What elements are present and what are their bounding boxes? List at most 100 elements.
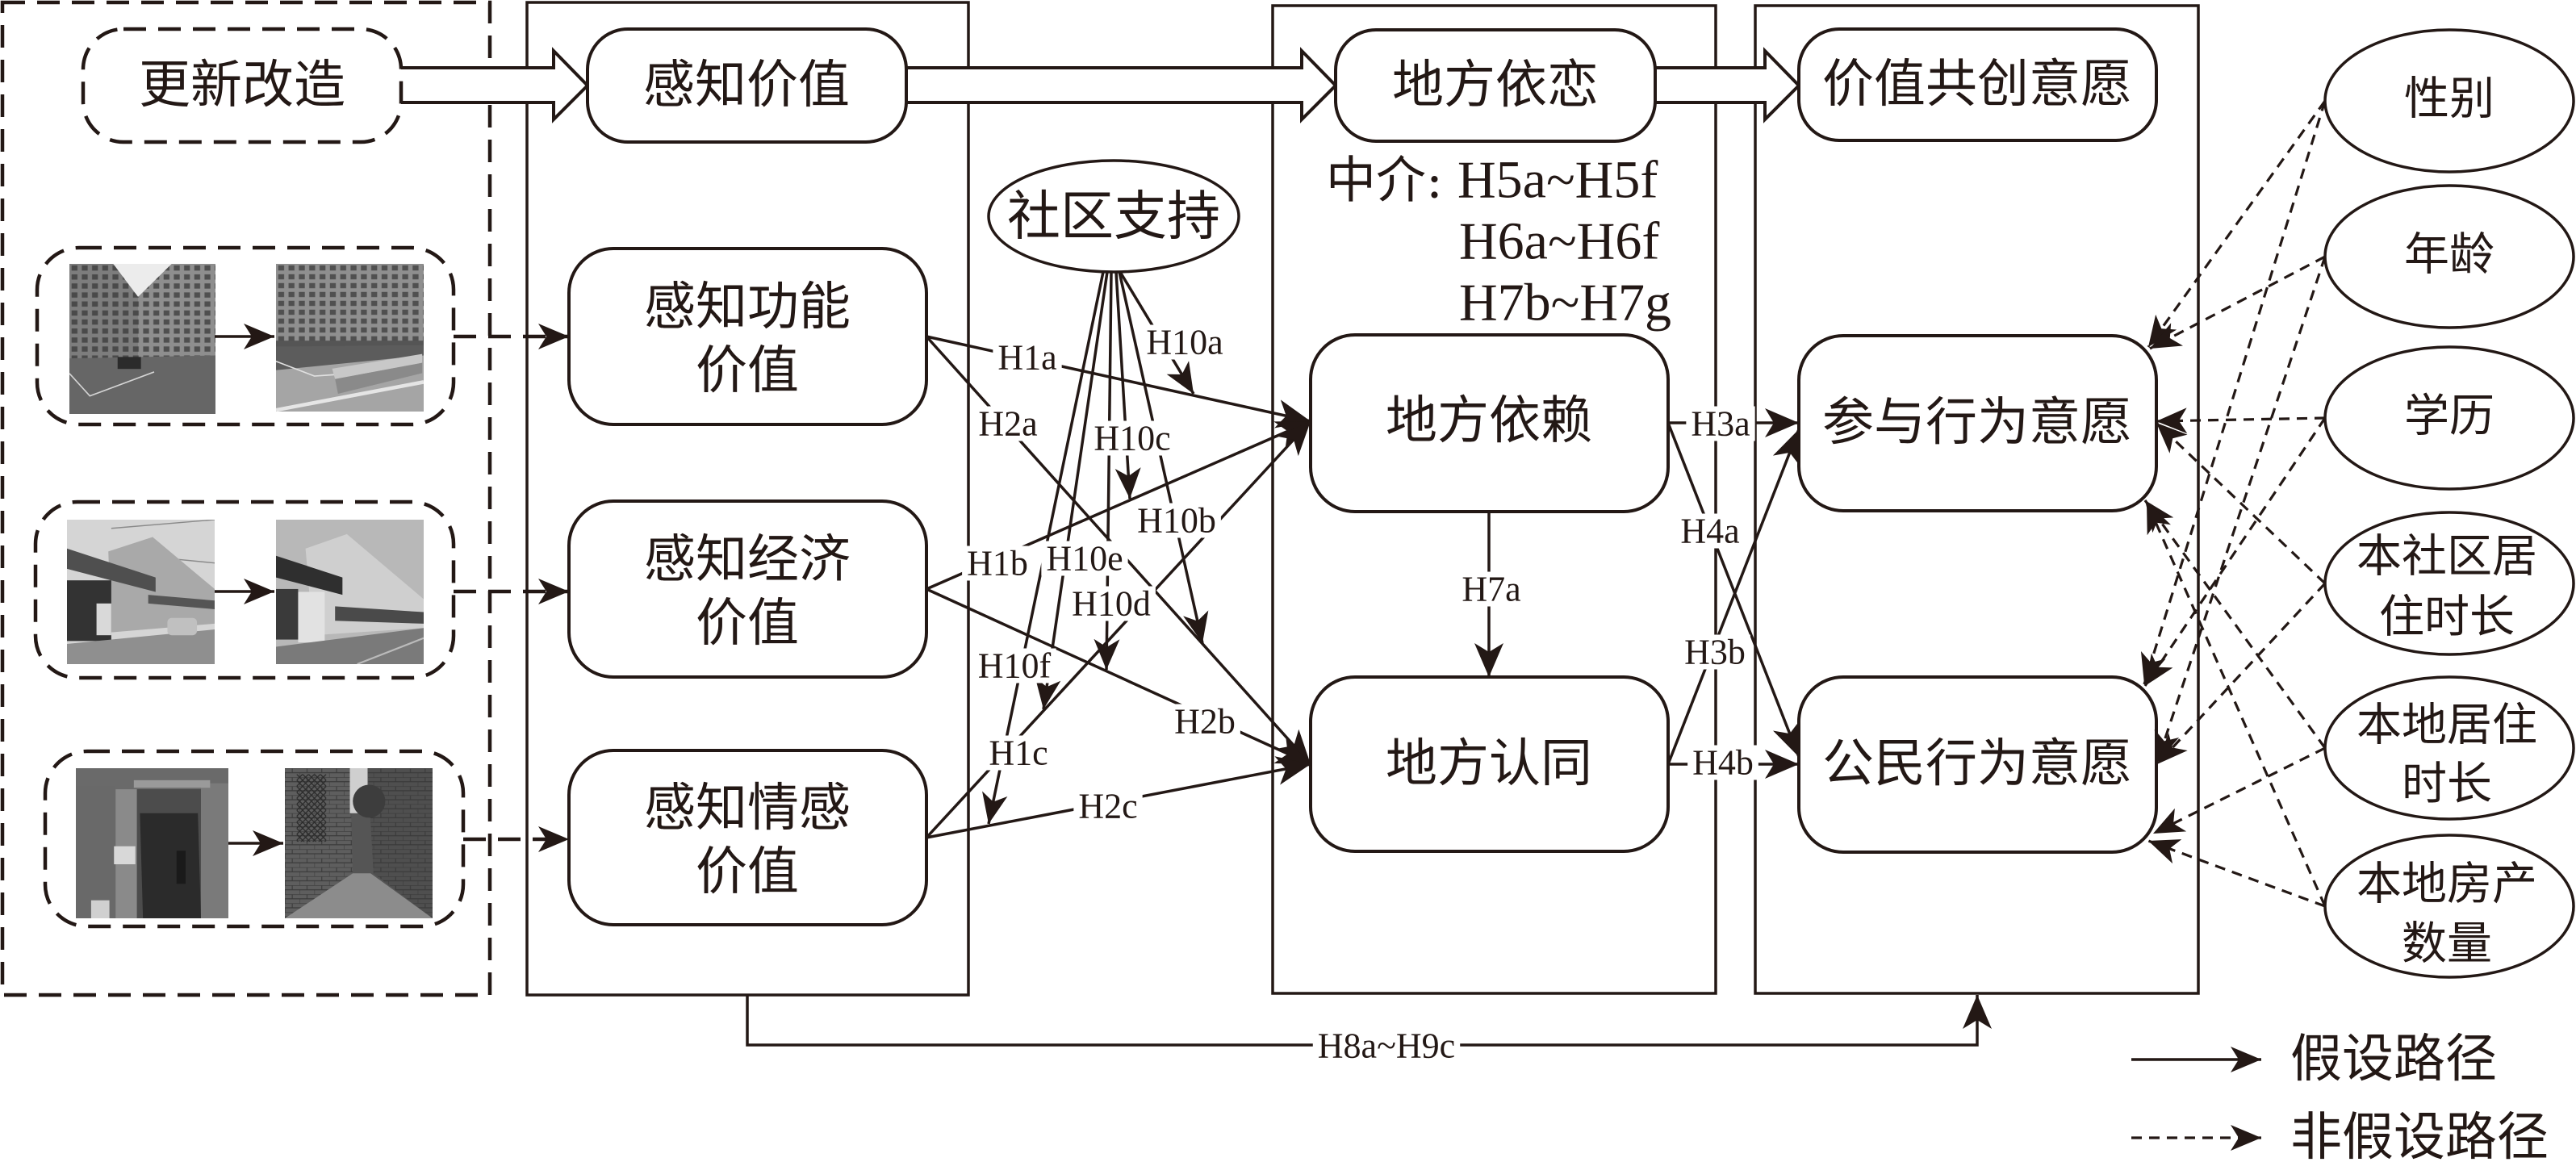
control-community-residence-to-participation: [2155, 421, 2327, 585]
path-label-h2c-text: H2c: [1078, 787, 1137, 826]
control-gender-to-participation: [2147, 100, 2327, 348]
photo-detail: [357, 637, 424, 664]
perceived-value-label: 感知价值: [643, 56, 850, 115]
photo-detail: [67, 548, 156, 592]
control-age-to-participation: [2149, 255, 2326, 350]
photo-industrial-after: [276, 520, 424, 664]
place-attachment-label: 地方依恋: [1392, 56, 1599, 115]
path-h10e-line: [1035, 271, 1109, 710]
path-label-h1c-text: H1c: [989, 734, 1048, 773]
path-label-background: [1141, 324, 1228, 360]
path-h3b-line: [1666, 428, 1800, 765]
control-local-residence-to-citizenship: [2152, 746, 2326, 835]
place-identity-label: 地方认同: [1386, 734, 1592, 794]
place-attachment-box: [1334, 28, 1657, 143]
perceived-value-box: [586, 27, 908, 144]
control-property-count-to-citizenship: [2147, 839, 2326, 908]
photo-detail: [69, 355, 215, 414]
emotional-value-label-line2: 价值: [696, 842, 799, 902]
photo-detail: [133, 780, 211, 788]
path-h1a-line: [926, 335, 1311, 428]
control-community-residence-to-citizenship: [2156, 582, 2327, 766]
path-label-background: [1675, 513, 1745, 549]
control-variables: 性别 年龄 学历 本社区居 住时长 本地居住 时长 本地房产 数量: [2323, 28, 2575, 979]
photo-detail: [138, 264, 215, 359]
photo-detail: [200, 783, 228, 918]
control-property-count-to-participation: [2145, 501, 2327, 907]
path-label-background: [1041, 541, 1128, 576]
photo-detail: [276, 341, 424, 347]
community-support-ellipse: [987, 159, 1240, 274]
path-label-h8-h9-text: H8a~H9c: [1318, 1026, 1455, 1066]
control-property-count-label-line2: 数量: [2402, 918, 2492, 971]
path-label-h10f-text: H10f: [978, 646, 1052, 686]
hollow-arrow-value-to-attachment: [906, 47, 1338, 123]
stage-boxes: 更新改造 感知价值 地方依恋 价值共创意愿: [81, 27, 2158, 144]
co-creation-intention-box: [1797, 27, 2158, 142]
photo-detail: [276, 264, 424, 345]
path-label-background: [1687, 745, 1758, 780]
mediation-note: 中介: H5a~H5f H6a~H6f H7b~H7g: [1326, 151, 1671, 332]
path-label-h7a-text: H7a: [1462, 570, 1520, 609]
control-community-residence-label-line2: 住时长: [2379, 591, 2515, 644]
construct-boxes: 感知功能 价值 感知经济 价值 感知情感 价值 地方依赖 地方认同 参与行为意愿…: [567, 247, 2158, 926]
control-property-count-label-line1: 本地房产: [2356, 859, 2537, 911]
hollow-arrow-renewal-to-value: [401, 47, 590, 123]
control-gender-label: 性别: [2404, 73, 2494, 126]
path-label-h2b: H2b: [1169, 702, 1240, 742]
photo-detail: [111, 520, 215, 529]
path-label-h4a: H4a: [1675, 512, 1745, 551]
path-label-h10e: H10e: [1041, 539, 1128, 579]
legend-hypothesized-label: 假设路径: [2290, 1030, 2497, 1089]
path-label-h2b-text: H2b: [1174, 702, 1236, 742]
photo-detail: [114, 846, 136, 865]
path-label-h10b: H10b: [1132, 501, 1221, 541]
community-support-node: 社区支持: [987, 159, 1240, 274]
photo-industrial-before: [67, 520, 215, 664]
citizenship-intention-label: 公民行为意愿: [1822, 734, 2132, 794]
path-label-h2a-text: H2a: [978, 404, 1037, 444]
path-label-h3a-text: H3a: [1691, 404, 1750, 444]
control-paths: [2140, 100, 2327, 908]
path-label-h2c: H2c: [1073, 787, 1143, 826]
path-label-background: [1169, 704, 1240, 739]
path-label-h1b-text: H1b: [967, 544, 1028, 583]
path-label-background: [972, 648, 1056, 683]
path-label-h7a: H7a: [1457, 570, 1526, 609]
mediation-line-1: H5a~H5f: [1457, 151, 1658, 210]
path-label-h3a: H3a: [1686, 404, 1755, 444]
path-label-h4b-text: H4b: [1692, 743, 1754, 783]
path-label-background: [1312, 1028, 1461, 1064]
photo-detail: [140, 813, 201, 918]
participation-intention-label: 参与行为意愿: [1822, 393, 2132, 453]
renewal-box: [81, 27, 404, 144]
legend-non-hypothesized-label: 非假设路径: [2290, 1108, 2549, 1162]
photo-courtyard-before: [69, 264, 215, 414]
functional-value-label-line1: 感知功能: [644, 278, 851, 337]
path-label-h8-h9: H8a~H9c: [1312, 1026, 1461, 1066]
photo-detail: [148, 595, 215, 609]
path-label-h2a: H2a: [973, 404, 1043, 444]
path-labels: H1a H2a H1b H2b H1c H2c H10a H10c H10b H…: [962, 323, 1758, 1066]
path-label-h4a-text: H4a: [1680, 512, 1739, 551]
mediation-prefix: 中介:: [1326, 151, 1443, 210]
path-label-h10b-text: H10b: [1137, 501, 1216, 541]
photo-detail: [276, 361, 336, 377]
community-support-label: 社区支持: [1007, 186, 1220, 248]
path-label-background: [1457, 571, 1526, 607]
photo-detail: [276, 555, 343, 596]
path-label-h10c-text: H10c: [1094, 419, 1170, 458]
photo-detail: [67, 629, 215, 664]
emotional-value-label-line1: 感知情感: [644, 779, 851, 838]
co-creation-intention-label: 价值共创意愿: [1822, 55, 2132, 115]
functional-value-label-line2: 价值: [696, 341, 799, 401]
photo-detail: [276, 588, 299, 640]
hollow-arrow-attachment-to-cocreation: [1655, 47, 1801, 123]
control-local-residence-label-line1: 本地居住: [2356, 700, 2537, 752]
path-label-h1a: H1a: [993, 338, 1062, 378]
path-label-h3b-text: H3b: [1684, 633, 1746, 672]
photo-detail: [96, 603, 111, 636]
path-label-h10f: H10f: [972, 646, 1056, 686]
place-dependence-label: 地方依赖: [1386, 391, 1592, 451]
